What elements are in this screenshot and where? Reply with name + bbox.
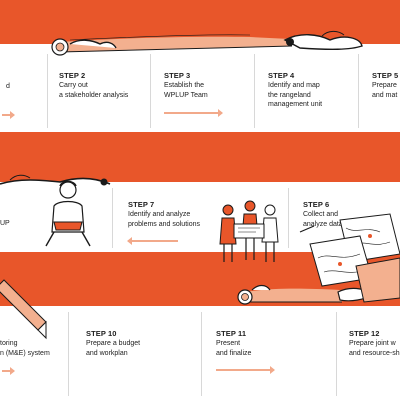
step-3-title: STEP 3 [164,71,191,80]
step-10-title: STEP 10 [86,329,117,338]
row3-band [0,306,400,400]
step-5-desc: Prepare and mat [372,82,398,99]
step-4-desc: Identify and map the rangeland managemen… [268,82,323,108]
team-icon [219,200,279,262]
row3-divider [336,312,337,396]
step-7-desc: Identify and analyze problems and soluti… [128,211,200,228]
row1-band [0,44,400,132]
pencil-icon [0,279,47,340]
step-12-desc: Prepare joint w and resource-sh [349,340,400,357]
person-icon [45,180,91,247]
step-11-title: STEP 11 [216,329,247,338]
map-icon [299,213,400,303]
step-7-arrow [127,237,178,245]
step-6-title: STEP 6 [303,200,330,209]
row1-divider [47,54,48,128]
step-4-title: STEP 4 [268,71,295,80]
step-2-title: STEP 2 [59,71,86,80]
step-5-title: STEP 5 [372,71,399,80]
row2-divider [288,188,289,248]
step-10-desc: Prepare a budget and workplan [86,340,141,357]
step-9-desc: toring n (M&E) system [0,340,50,357]
step-8-desc: UP [0,220,10,227]
row1-divider [254,54,255,128]
row3-divider [68,312,69,396]
step-9-arrow [2,367,15,375]
step-1-arrow [2,111,15,119]
row3-divider [201,312,202,396]
rolled-paper-icon [51,30,363,56]
step-3-desc: Establish the WPLUP Team [164,82,208,99]
rolled-paper-icon [0,174,111,186]
step-11-arrow [216,366,275,374]
step-2-desc: Carry out a stakeholder analysis [59,82,129,99]
step-3-arrow [164,109,223,117]
step-6-desc: Collect and analyze data [303,211,343,228]
row1-divider [358,54,359,128]
step-11-desc: Present and finalize [216,340,252,357]
step-1-desc: d [6,83,10,90]
step-12-title: STEP 12 [349,329,380,338]
step-7-title: STEP 7 [128,200,155,209]
row1-divider [150,54,151,128]
row2-divider [112,188,113,248]
